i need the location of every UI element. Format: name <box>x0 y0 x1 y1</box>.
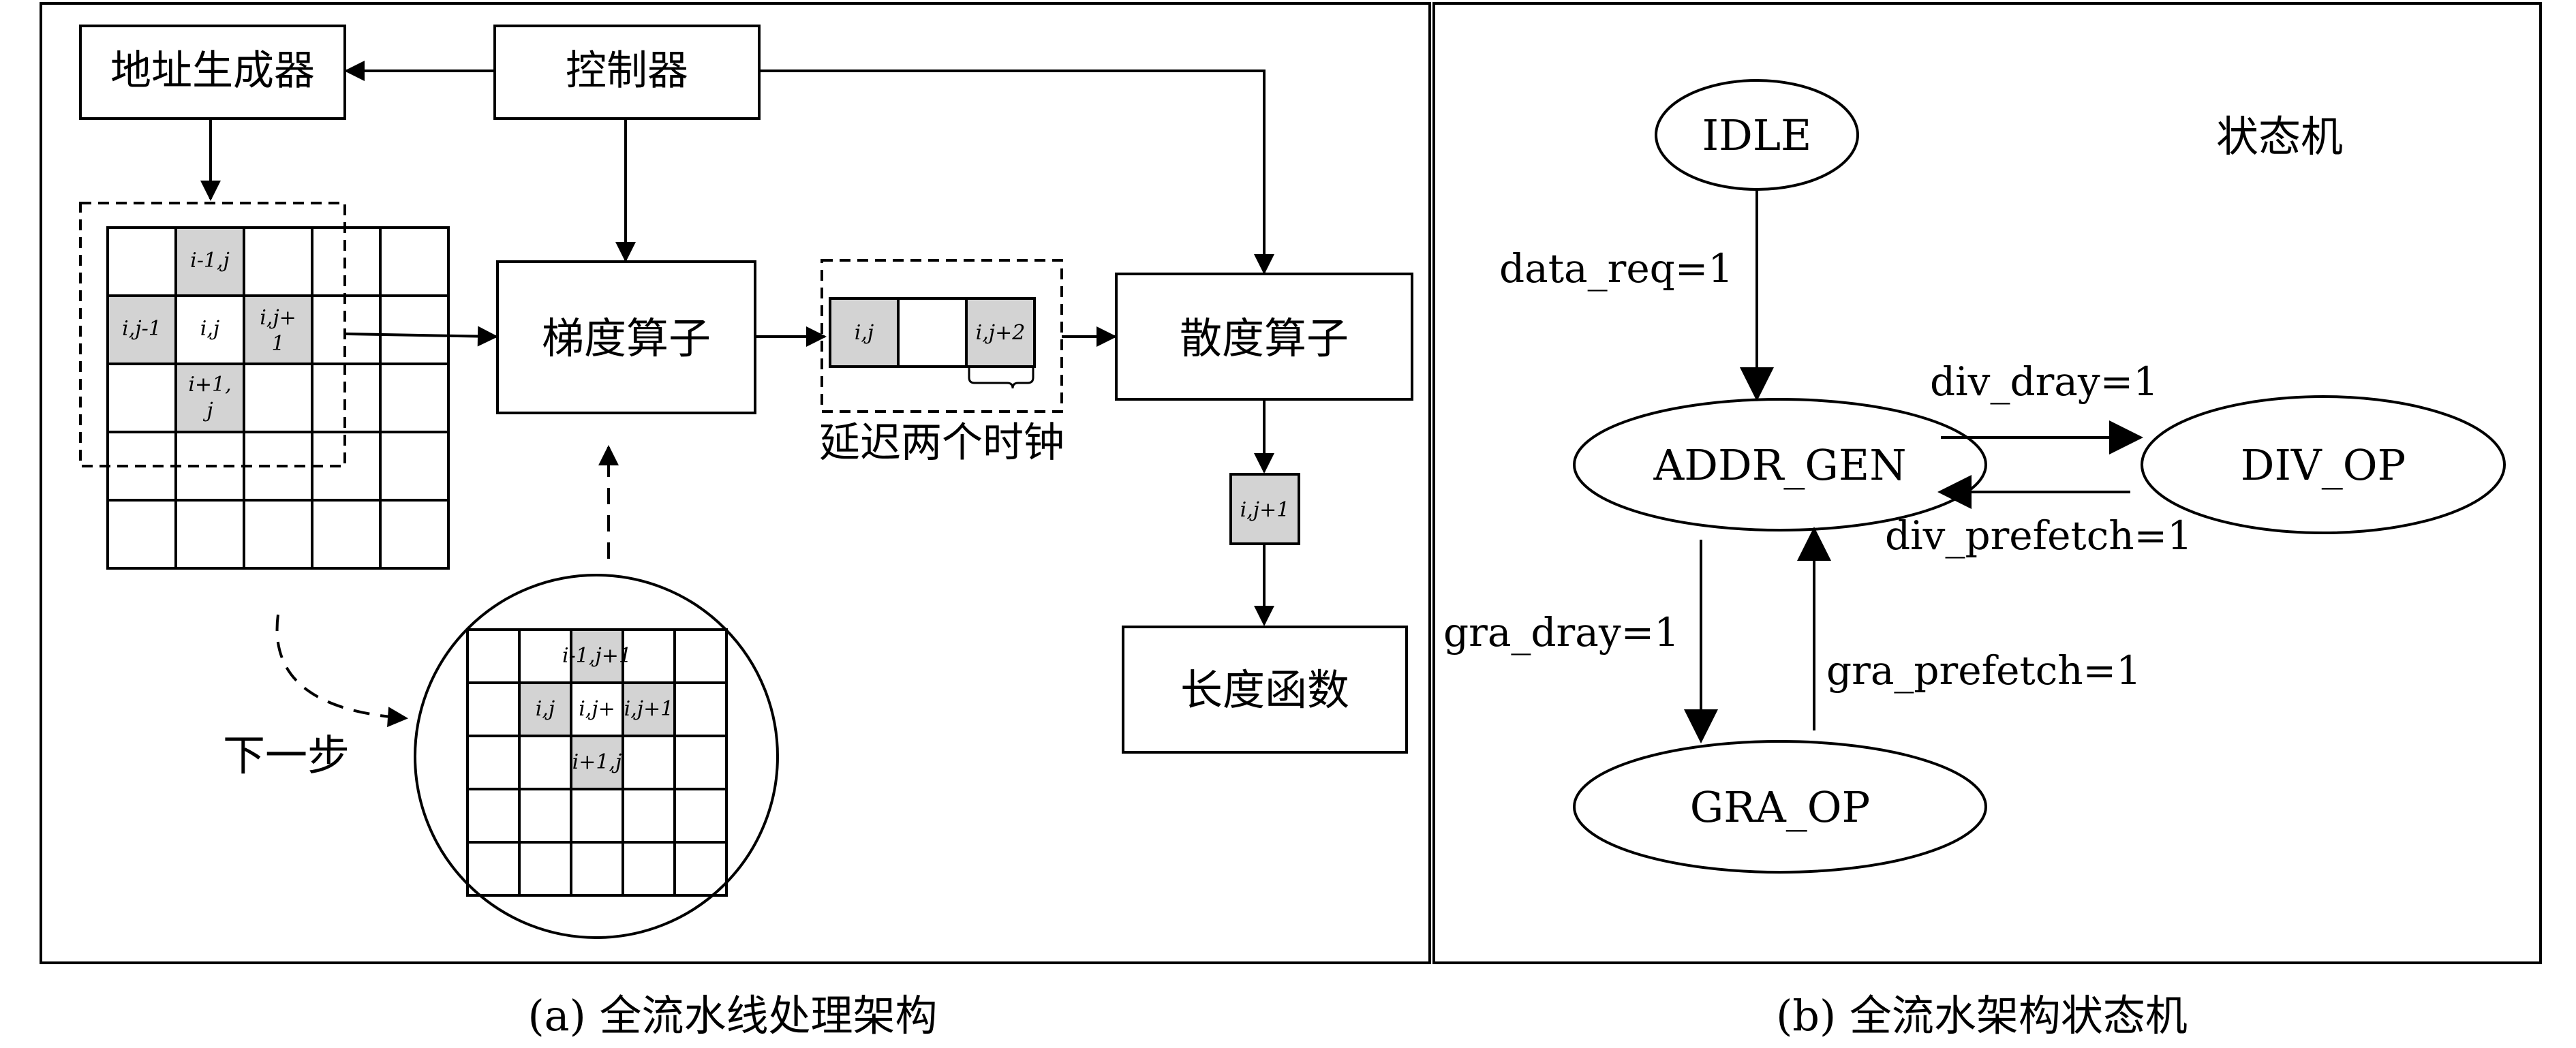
controller-box <box>493 25 761 120</box>
grid2-cell-center: i,j+ <box>579 697 615 721</box>
label-gra-prefetch: gra_prefetch=1 <box>1826 647 2141 694</box>
label-gra-dray: gra_dray=1 <box>1443 609 1679 656</box>
delay-buffer: i,j i,j+2 <box>821 259 1063 413</box>
gradient-op-label: 梯度算子 <box>542 313 711 363</box>
state-idle-label: IDLE <box>1702 110 1812 160</box>
state-machine-title: 状态机 <box>2216 112 2343 161</box>
panel-a-caption: (a) 全流水线处理架构 <box>527 991 937 1041</box>
divergence-op-box <box>1115 273 1413 401</box>
grid1-cell-top: i-1,j <box>190 249 230 273</box>
delay-cell-left: i,j <box>855 321 874 345</box>
delay-label: 延迟两个时钟 <box>819 419 1064 467</box>
state-gra-op <box>1573 740 1987 874</box>
next-step-circle: i-1,j+1 i,j i,j+ i,j+1 i+1,j <box>414 574 779 939</box>
length-func-label: 长度函数 <box>1180 665 1349 715</box>
grid1-cell-right-1: i,j+ <box>260 306 296 330</box>
panel-b: 状态机 IDLE ADDR_GEN DIV_OP GRA_OP data_req… <box>1432 2 2542 1041</box>
length-func-box <box>1122 626 1408 754</box>
panel-b-frame <box>1432 2 2542 964</box>
grid1-cell-right-2: 1 <box>271 332 284 356</box>
input-grid: i-1,j i,j-1 i,j i,j+ 1 i+1, j <box>79 202 450 570</box>
addr-gen-label: 地址生成器 <box>110 47 315 95</box>
state-div-op <box>2141 395 2506 534</box>
delay-cell-right: i,j+2 <box>976 321 1026 345</box>
controller-label: 控制器 <box>566 47 688 95</box>
panel-a: 地址生成器 控制器 <box>40 2 1431 1041</box>
state-gra-op-label: GRA_OP <box>1690 782 1871 832</box>
gradient-op-box <box>496 260 756 414</box>
next-step-label: 下一步 <box>223 730 350 780</box>
grid2-cell-top: i-1,j+1 <box>562 644 632 668</box>
grid2-cell-bottom: i+1,j <box>572 750 622 774</box>
label-data-req: data_req=1 <box>1499 245 1733 292</box>
next-step-arrow <box>275 614 408 728</box>
grid1-cell-center: i,j <box>200 317 219 341</box>
arrow-controller-to-divergence <box>759 70 1274 275</box>
panel-b-caption: (b) 全流水架构状态机 <box>1776 991 2188 1041</box>
output-cell <box>1229 473 1300 545</box>
state-addr-gen-label: ADDR_GEN <box>1653 440 1907 490</box>
label-div-prefetch: div_prefetch=1 <box>1885 512 2192 559</box>
grid2-cell-left: i,j <box>536 697 555 721</box>
grid1-cell-bottom-1: i+1, <box>188 373 231 397</box>
panel-a-frame <box>40 2 1431 964</box>
state-div-op-label: DIV_OP <box>2241 440 2406 490</box>
grid1-cell-left: i,j-1 <box>122 317 162 341</box>
addr-gen-box <box>79 25 346 120</box>
grid2-cell-right: i,j+1 <box>624 697 674 721</box>
label-div-dray: div_dray=1 <box>1930 358 2158 405</box>
arrow-grid-to-gradient <box>344 326 498 347</box>
state-addr-gen <box>1573 398 1987 531</box>
output-cell-label: i,j+1 <box>1240 498 1290 522</box>
divergence-op-label: 散度算子 <box>1180 313 1349 363</box>
